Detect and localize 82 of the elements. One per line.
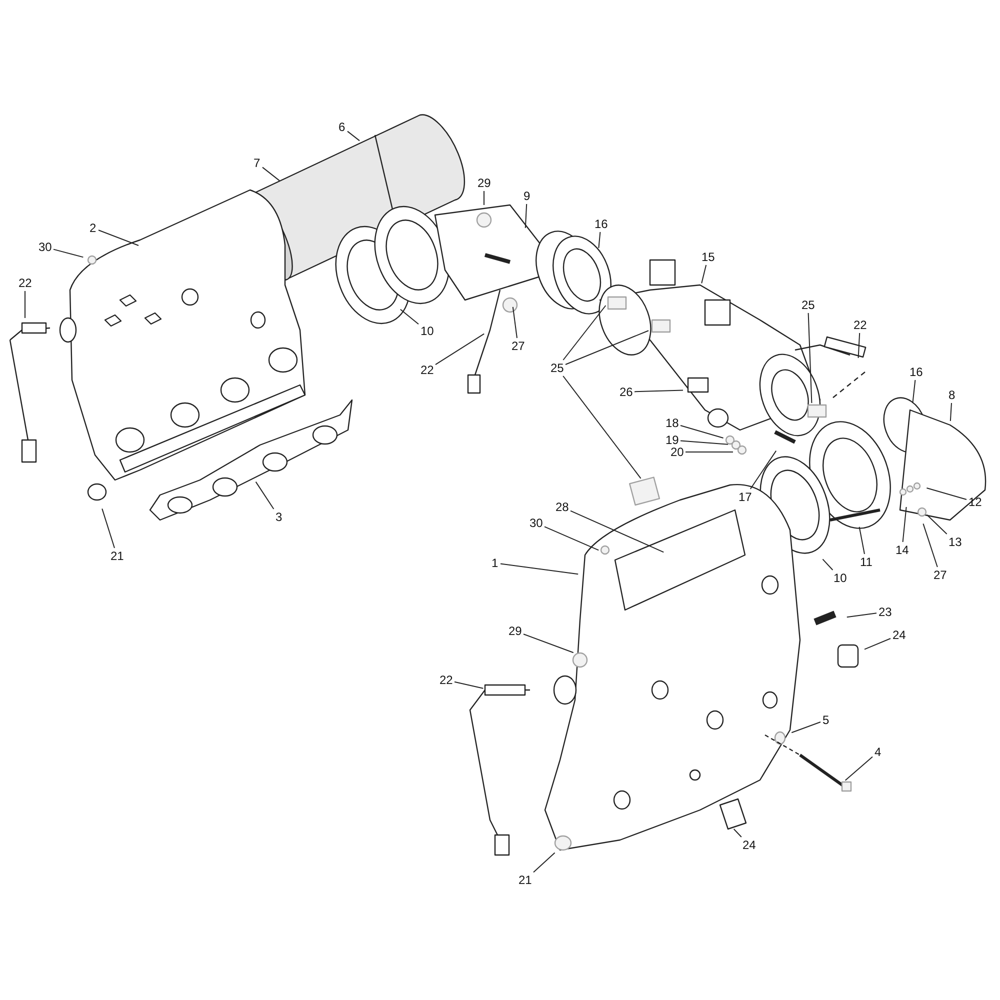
callout-number: 2 [90, 221, 96, 235]
callout-number: 30 [530, 516, 543, 530]
callout-number: 22 [18, 276, 32, 290]
leader-line [902, 506, 907, 542]
callout-number: 16 [910, 365, 923, 379]
leader-line [950, 402, 952, 422]
callout-number: 27 [934, 568, 947, 582]
leader-line [562, 305, 606, 360]
callout-number: 23 [878, 605, 892, 619]
leader-line [598, 232, 601, 248]
leader-line [523, 634, 574, 654]
callout-number: 3 [276, 510, 282, 524]
callout-number: 25 [550, 361, 564, 375]
leader-line [750, 450, 777, 490]
callout-number: 21 [518, 873, 532, 887]
callout-number: 8 [948, 388, 956, 402]
callout-number: 15 [702, 250, 715, 264]
leader-line [454, 681, 484, 689]
leader-line [926, 514, 948, 534]
callout-number: 10 [834, 571, 847, 585]
callout-number: 25 [802, 298, 815, 312]
callout-number: 7 [254, 156, 260, 170]
callout-number: 10 [420, 324, 434, 338]
leader-line [262, 166, 280, 182]
leader-line [533, 852, 556, 873]
callout-number: 20 [670, 445, 684, 459]
callout-number: 30 [38, 240, 52, 254]
leader-line [500, 563, 579, 575]
leader-line [435, 333, 485, 366]
leader-line [524, 204, 528, 228]
callout-number: 27 [512, 339, 525, 353]
leader-line [858, 526, 865, 554]
callout-number: 9 [524, 189, 530, 203]
leader-line [922, 523, 938, 568]
callout-number: 22 [420, 363, 434, 377]
leader-line [512, 306, 518, 338]
callout-number: 19 [666, 433, 679, 447]
callout-number: 17 [738, 490, 752, 504]
leader-line [102, 508, 115, 548]
leader-line [733, 828, 742, 838]
callout-number: 26 [620, 385, 633, 399]
callout-number: 16 [594, 217, 608, 231]
callout-number: 4 [874, 745, 882, 759]
leader-line [400, 308, 419, 325]
callout-number: 5 [822, 713, 830, 727]
leader-line [858, 332, 860, 358]
leader-line [562, 376, 642, 479]
callout-number: 14 [896, 543, 909, 557]
leader-line [570, 510, 664, 553]
leader-line [680, 440, 728, 445]
callout-number: 29 [478, 176, 491, 190]
callout-number: 29 [508, 624, 522, 638]
leader-line [98, 230, 139, 246]
callout-number: 12 [968, 495, 982, 509]
leader-line [844, 756, 873, 781]
leader-line [822, 558, 834, 570]
leader-line [912, 380, 916, 404]
leader-line [53, 248, 84, 258]
leader-line [808, 312, 812, 404]
leader-line [565, 330, 649, 365]
leader-line [634, 390, 684, 392]
leader-line [255, 481, 274, 510]
leader-line [24, 290, 26, 318]
leader-line [791, 722, 821, 734]
leader-line [701, 264, 707, 284]
callout-number: 11 [860, 555, 872, 569]
callout-number: 6 [338, 120, 346, 134]
callout-number: 18 [666, 416, 679, 430]
callout-number: 22 [854, 318, 867, 332]
callout-number: 21 [110, 549, 124, 563]
leader-line [846, 612, 877, 618]
callout-number: 13 [948, 535, 962, 549]
leader-line [544, 526, 600, 551]
leader-line [864, 638, 891, 650]
callout-number: 1 [492, 556, 498, 570]
callout-number: 22 [440, 673, 453, 687]
callout-number: 24 [892, 628, 906, 642]
leader-line [680, 425, 724, 438]
leader-line [926, 488, 967, 500]
callout-number: 28 [556, 500, 569, 514]
leader-line [347, 130, 360, 142]
callout-number: 24 [742, 838, 756, 852]
